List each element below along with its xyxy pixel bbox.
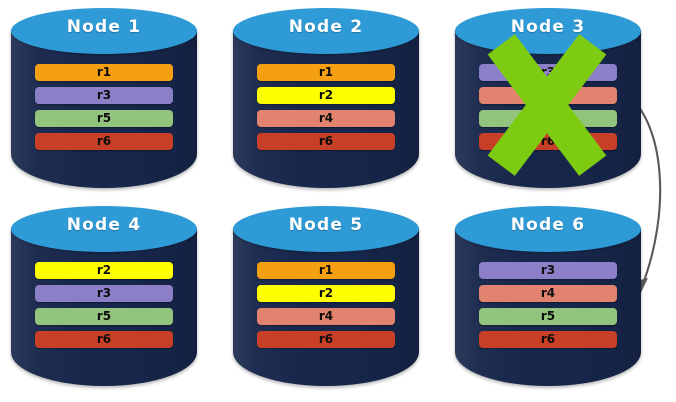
record-bar-r4[interactable]: r4 xyxy=(257,308,395,325)
record-bar-r4[interactable]: r4 xyxy=(257,110,395,127)
record-bar-r4[interactable]: r4 xyxy=(479,285,617,302)
record-bar-r2[interactable]: r2 xyxy=(257,285,395,302)
cylinder-body xyxy=(11,228,197,386)
cylinder-top-ellipse xyxy=(233,8,419,54)
cylinder-top-ellipse xyxy=(11,206,197,252)
record-bar-r5[interactable]: r5 xyxy=(479,308,617,325)
record-bar-r2[interactable]: r2 xyxy=(257,87,395,104)
node-cylinder-6[interactable]: Node 6 r3 r4 r5 r6 xyxy=(455,206,641,386)
record-bar-r3[interactable]: r3 xyxy=(479,262,617,279)
record-list: r3 r4 r5 r6 xyxy=(479,262,617,348)
node-cylinder-3[interactable]: Node 3 r3 r4 r5 r6 xyxy=(455,8,641,188)
record-bar-r1[interactable]: r1 xyxy=(257,64,395,81)
record-bar-r2[interactable]: r2 xyxy=(35,262,173,279)
node-label: Node 2 xyxy=(288,17,364,37)
cylinder-body xyxy=(233,30,419,188)
node-cylinder-2[interactable]: Node 2 r1 r2 r4 r6 xyxy=(233,8,419,188)
cylinder-top-ellipse xyxy=(455,206,641,252)
node-label: Node 5 xyxy=(288,215,364,235)
record-list: r2 r3 r5 r6 xyxy=(35,262,173,348)
record-bar-r1[interactable]: r1 xyxy=(35,64,173,81)
record-bar-r6[interactable]: r6 xyxy=(35,331,173,348)
node-cylinder-4[interactable]: Node 4 r2 r3 r5 r6 xyxy=(11,206,197,386)
record-bar-r4[interactable]: r4 xyxy=(479,87,617,104)
node-label: Node 3 xyxy=(510,17,586,37)
record-bar-r5[interactable]: r5 xyxy=(35,110,173,127)
record-bar-r1[interactable]: r1 xyxy=(257,262,395,279)
record-bar-r3[interactable]: r3 xyxy=(479,64,617,81)
node-label: Node 6 xyxy=(510,215,586,235)
record-bar-r3[interactable]: r3 xyxy=(35,87,173,104)
cylinder-body xyxy=(233,228,419,386)
record-list: r3 r4 r5 r6 xyxy=(479,64,617,150)
record-list: r1 r2 r4 r6 xyxy=(257,262,395,348)
record-bar-r6[interactable]: r6 xyxy=(257,331,395,348)
record-bar-r3[interactable]: r3 xyxy=(35,285,173,302)
record-bar-r6[interactable]: r6 xyxy=(257,133,395,150)
record-bar-r6[interactable]: r6 xyxy=(479,133,617,150)
record-bar-r5[interactable]: r5 xyxy=(479,110,617,127)
record-list: r1 r2 r4 r6 xyxy=(257,64,395,150)
node-label: Node 1 xyxy=(66,17,142,37)
cylinder-body xyxy=(455,228,641,386)
cylinder-top-ellipse xyxy=(11,8,197,54)
record-bar-r6[interactable]: r6 xyxy=(35,133,173,150)
cylinder-top-ellipse xyxy=(233,206,419,252)
node-cylinder-1[interactable]: Node 1 r1 r3 r5 r6 xyxy=(11,8,197,188)
cylinder-body xyxy=(11,30,197,188)
record-bar-r6[interactable]: r6 xyxy=(479,331,617,348)
record-list: r1 r3 r5 r6 xyxy=(35,64,173,150)
node-label: Node 4 xyxy=(66,215,142,235)
record-bar-r5[interactable]: r5 xyxy=(35,308,173,325)
node-cylinder-5[interactable]: Node 5 r1 r2 r4 r6 xyxy=(233,206,419,386)
